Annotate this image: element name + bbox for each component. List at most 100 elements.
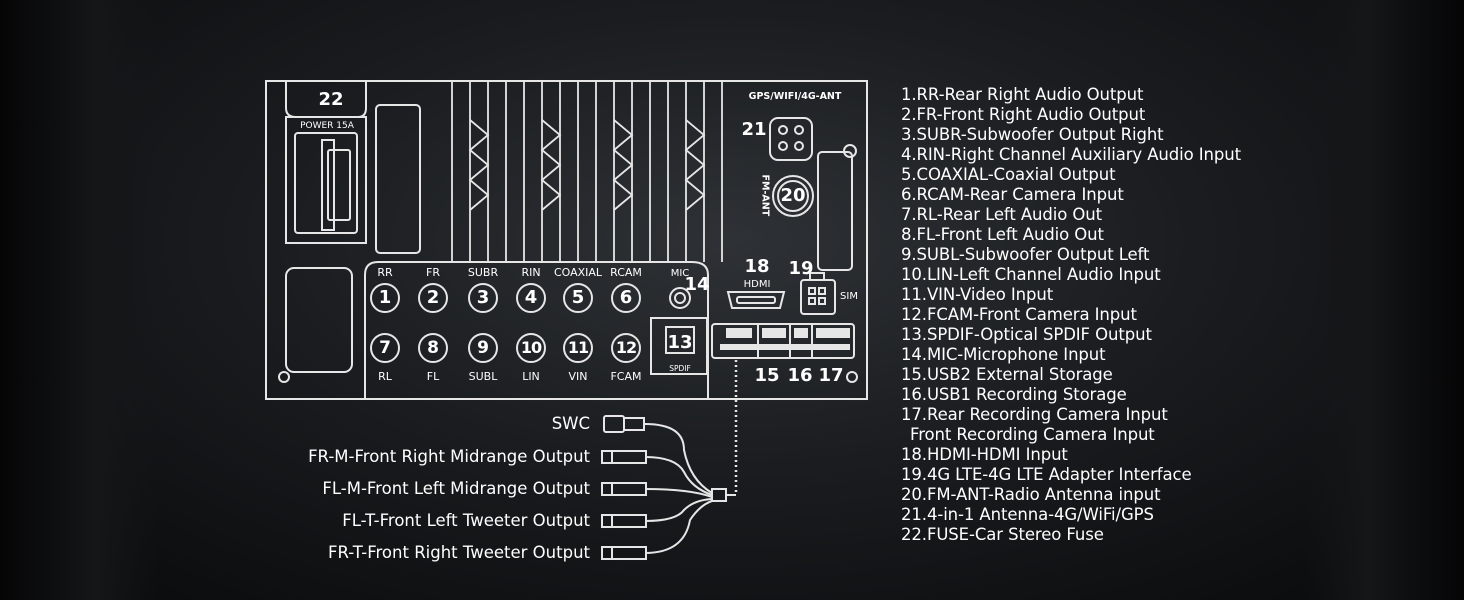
- rca-jack-11: [563, 333, 593, 363]
- hdmi-number: 18: [744, 256, 770, 277]
- blank-plate: [285, 267, 353, 373]
- hdmi-label: HDMI: [743, 279, 771, 290]
- spdif-label: SPDIF: [669, 364, 691, 373]
- usb-number-15: 15: [754, 365, 780, 386]
- mic-number: 14: [684, 274, 710, 295]
- fm-antenna-number: 20: [780, 185, 806, 206]
- legend-item: 5.COAXIAL-Coaxial Output: [901, 165, 1116, 184]
- legend-item: 20.FM-ANT-Radio Antenna input: [901, 485, 1161, 504]
- rca-label-subl: SUBL: [468, 370, 498, 383]
- fm-bracket: [817, 151, 853, 271]
- hdmi-port: [726, 291, 786, 309]
- usb-number-16: 16: [787, 365, 813, 386]
- background-swirl-right: [1304, 0, 1464, 600]
- harness-connector: [711, 488, 727, 502]
- rca-jack-4: [516, 283, 546, 313]
- wire-fl-m: [644, 488, 713, 498]
- rca-panel: [364, 261, 709, 398]
- rca-number-2: 2: [426, 287, 440, 308]
- legend-item: 15.USB2 External Storage: [901, 365, 1113, 384]
- heat-sink: [451, 81, 723, 262]
- mic-label: MIC: [670, 268, 690, 279]
- rca-label-rin: RIN: [521, 266, 541, 279]
- rca-label-fl: FL: [426, 370, 440, 383]
- legend-item: 16.USB1 Recording Storage: [901, 385, 1127, 404]
- legend-item: 12.FCAM-Front Camera Input: [901, 305, 1137, 324]
- rca-jack-12: [611, 333, 641, 363]
- legend-item: 10.LIN-Left Channel Audio Input: [901, 265, 1161, 284]
- rca-jack-10: [516, 333, 546, 363]
- rca-label-lin: LIN: [522, 370, 540, 383]
- legend-item: 13.SPDIF-Optical SPDIF Output: [901, 325, 1152, 344]
- rca-jack-9: [468, 333, 498, 363]
- legend-item: 17.Rear Recording Camera Input: [901, 405, 1168, 424]
- legend-item: Front Recording Camera Input: [910, 425, 1155, 444]
- wire-label-fr-m: FR-M-Front Right Midrange Output: [308, 447, 590, 466]
- rca-jack-5: [563, 283, 593, 313]
- slot-plate: [375, 104, 421, 254]
- legend-item: 11.VIN-Video Input: [901, 285, 1054, 304]
- rca-jack-3: [468, 283, 498, 313]
- legend-item: 18.HDMI-HDMI Input: [901, 445, 1068, 464]
- rca-jack-6: [611, 283, 641, 313]
- usb-connector-strip: [711, 323, 855, 359]
- rca-label-fcam: FCAM: [610, 370, 642, 383]
- antenna-header: GPS/WIFI/4G-ANT: [748, 91, 842, 102]
- legend-item: 3.SUBR-Subwoofer Output Right: [901, 125, 1164, 144]
- legend-item: 22.FUSE-Car Stereo Fuse: [901, 525, 1104, 544]
- mic-jack: [669, 287, 691, 309]
- antenna-4in1-port: [769, 117, 813, 161]
- rca-number-1: 1: [378, 287, 392, 308]
- wire-fr-m: [644, 456, 713, 496]
- fuse-label: POWER 15A: [300, 121, 354, 131]
- rca-plugs: [601, 450, 647, 560]
- wire-label-swc: SWC: [551, 414, 590, 433]
- rca-jack-8: [418, 333, 448, 363]
- antenna-4in1-number: 21: [741, 119, 767, 140]
- rca-number-10: 10: [520, 338, 542, 357]
- wire-fr-t: [644, 500, 713, 554]
- rca-label-coaxial: COAXIAL: [553, 266, 603, 279]
- legend-item: 9.SUBL-Subwoofer Output Left: [901, 245, 1150, 264]
- fuse-number: 22: [318, 89, 344, 110]
- rca-jack-2: [418, 283, 448, 313]
- wire-label-fl-m: FL-M-Front Left Midrange Output: [322, 479, 590, 498]
- port-legend: 1.RR-Rear Right Audio Output 2.FR-Front …: [901, 85, 1341, 545]
- rca-number-3: 3: [476, 287, 490, 308]
- legend-item: 4.RIN-Right Channel Auxiliary Audio Inpu…: [901, 145, 1241, 164]
- legend-item: 14.MIC-Microphone Input: [901, 345, 1106, 364]
- wire-label-fl-t: FL-T-Front Left Tweeter Output: [342, 511, 590, 530]
- rca-label-rcam: RCAM: [610, 266, 642, 279]
- legend-item: 2.FR-Front Right Audio Output: [901, 105, 1146, 124]
- legend-item: 7.RL-Rear Left Audio Out: [901, 205, 1103, 224]
- fm-antenna-port: [772, 175, 814, 217]
- legend-item: 8.FL-Front Left Audio Out: [901, 225, 1104, 244]
- rca-label-rl: RL: [378, 370, 392, 383]
- legend-item: 1.RR-Rear Right Audio Output: [901, 85, 1144, 104]
- legend-item: 6.RCAM-Rear Camera Input: [901, 185, 1124, 204]
- rca-number-7: 7: [379, 338, 391, 358]
- legend-item: 21.4-in-1 Antenna-4G/WiFi/GPS: [901, 505, 1154, 524]
- spdif-number: 13: [667, 332, 693, 353]
- wire-fl-t: [644, 498, 713, 522]
- spdif-frame: [650, 317, 708, 375]
- rca-number-9: 9: [477, 338, 489, 358]
- rca-jack-1: [370, 283, 400, 313]
- rca-number-5: 5: [571, 287, 585, 308]
- rca-number-12: 12: [615, 338, 637, 357]
- legend-item: 19.4G LTE-4G LTE Adapter Interface: [901, 465, 1192, 484]
- rca-label-subr: SUBR: [467, 266, 499, 279]
- wire-swc: [644, 423, 713, 494]
- rca-label-vin: VIN: [568, 370, 588, 383]
- wire-label-fr-t: FR-T-Front Right Tweeter Output: [327, 543, 590, 562]
- background-swirl-left: [0, 0, 160, 600]
- rca-label-fr: FR: [426, 266, 440, 279]
- fm-antenna-label: FM-ANT: [759, 174, 771, 217]
- fuse-block: [285, 81, 367, 244]
- rca-number-11: 11: [567, 338, 589, 357]
- rca-label-rr: RR: [377, 266, 393, 279]
- spdif-port: [665, 326, 695, 354]
- usb-number-17: 17: [818, 365, 844, 386]
- sim-number: 19: [788, 258, 814, 279]
